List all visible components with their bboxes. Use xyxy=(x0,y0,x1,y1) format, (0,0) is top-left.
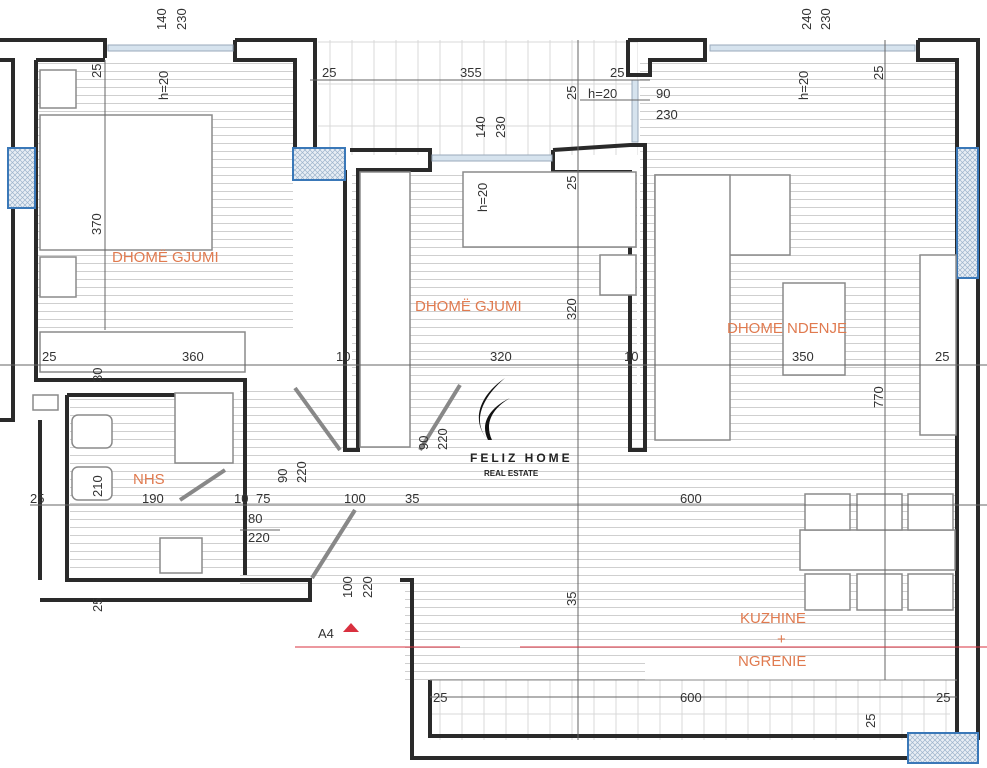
feliz-home-logo: FELIZ HOME REAL ESTATE xyxy=(470,378,573,478)
dim: 230 xyxy=(493,116,508,138)
dim: h=20 xyxy=(588,86,617,101)
dim: h=20 xyxy=(796,71,811,100)
logo-name: FELIZ HOME xyxy=(470,451,573,465)
dim: 90 xyxy=(416,436,431,450)
dim: 25 xyxy=(564,86,579,100)
nightstand xyxy=(599,254,637,296)
section-marker-icon xyxy=(343,623,359,632)
dim: 140 xyxy=(473,116,488,138)
dimension-texts: 140 230 h=20 140 230 h=20 240 230 h=20 9… xyxy=(30,8,950,728)
dim: 75 xyxy=(256,491,270,506)
dim: 350 xyxy=(792,349,814,364)
dim: 230 xyxy=(174,8,189,30)
dim: 220 xyxy=(435,428,450,450)
dim: 370 xyxy=(89,213,104,235)
section-mark-label: A4 xyxy=(318,626,334,641)
dim: 10 xyxy=(234,491,248,506)
room-label-dining: NGRENIE xyxy=(738,653,806,670)
dim: 210 xyxy=(90,475,105,497)
dim: 320 xyxy=(490,349,512,364)
wardrobe xyxy=(39,331,246,373)
dim: 25 xyxy=(564,176,579,190)
room-label-kitchen: KUZHINE xyxy=(740,610,806,627)
dim: 25 xyxy=(863,714,878,728)
dim: 25 xyxy=(935,349,949,364)
logo-flame-icon xyxy=(478,378,510,440)
dim: 230 xyxy=(656,107,678,122)
room-label-plus: + xyxy=(777,631,786,648)
dim: 35 xyxy=(405,491,419,506)
dim: 30 xyxy=(90,368,105,382)
dim: 360 xyxy=(182,349,204,364)
dim: 190 xyxy=(142,491,164,506)
dim: 25 xyxy=(90,598,105,612)
dim: h=20 xyxy=(156,71,171,100)
nightstand xyxy=(39,256,77,298)
logo-tagline: REAL ESTATE xyxy=(484,469,539,478)
room-label-bathroom: NHS xyxy=(133,471,165,488)
dim: 140 xyxy=(154,8,169,30)
bidet xyxy=(71,466,113,501)
dim: 90 xyxy=(656,86,670,101)
dim: 25 xyxy=(322,65,336,80)
dim: 25 xyxy=(30,491,44,506)
dim: 35 xyxy=(564,592,579,606)
dim: 25 xyxy=(433,690,447,705)
dim: 320 xyxy=(564,298,579,320)
dim: 10 xyxy=(624,349,638,364)
room-label-living-room: DHOME NDENJE xyxy=(727,320,847,337)
sink xyxy=(159,537,203,574)
sofa xyxy=(654,174,731,441)
room-label-bedroom-2: DHOMË GJUMI xyxy=(415,298,522,315)
dim: 90 xyxy=(275,469,290,483)
walls xyxy=(0,38,980,760)
room-label-bedroom-1: DHOMË GJUMI xyxy=(112,249,219,266)
dim: 770 xyxy=(871,386,886,408)
dim: 25 xyxy=(936,690,950,705)
dining-table xyxy=(799,529,956,571)
double-bed xyxy=(39,114,213,251)
coffee-table xyxy=(782,282,846,376)
dim: 25 xyxy=(89,64,104,78)
dim: 220 xyxy=(248,530,270,545)
dim: 10 xyxy=(336,349,350,364)
dim: 600 xyxy=(680,690,702,705)
columns xyxy=(7,147,979,764)
furniture xyxy=(32,69,957,611)
dim: 100 xyxy=(340,576,355,598)
tv-unit xyxy=(919,254,957,436)
dimension-lines xyxy=(0,40,987,740)
dim: 25 xyxy=(610,65,624,80)
dim: 25 xyxy=(42,349,56,364)
dim: 25 xyxy=(871,66,886,80)
dim: 80 xyxy=(248,511,262,526)
shower xyxy=(174,392,234,464)
nightstand xyxy=(39,69,77,109)
dim: 100 xyxy=(344,491,366,506)
doors xyxy=(178,383,462,580)
floor-areas xyxy=(38,40,958,740)
windows xyxy=(107,44,916,162)
toilet xyxy=(71,414,113,449)
wardrobe xyxy=(359,171,411,448)
dim: 240 xyxy=(799,8,814,30)
dim: 355 xyxy=(460,65,482,80)
dim: 220 xyxy=(294,461,309,483)
dim: 600 xyxy=(680,491,702,506)
dim: h=20 xyxy=(475,183,490,212)
dim: 230 xyxy=(818,8,833,30)
dim: 220 xyxy=(360,576,375,598)
single-bed xyxy=(462,171,637,248)
